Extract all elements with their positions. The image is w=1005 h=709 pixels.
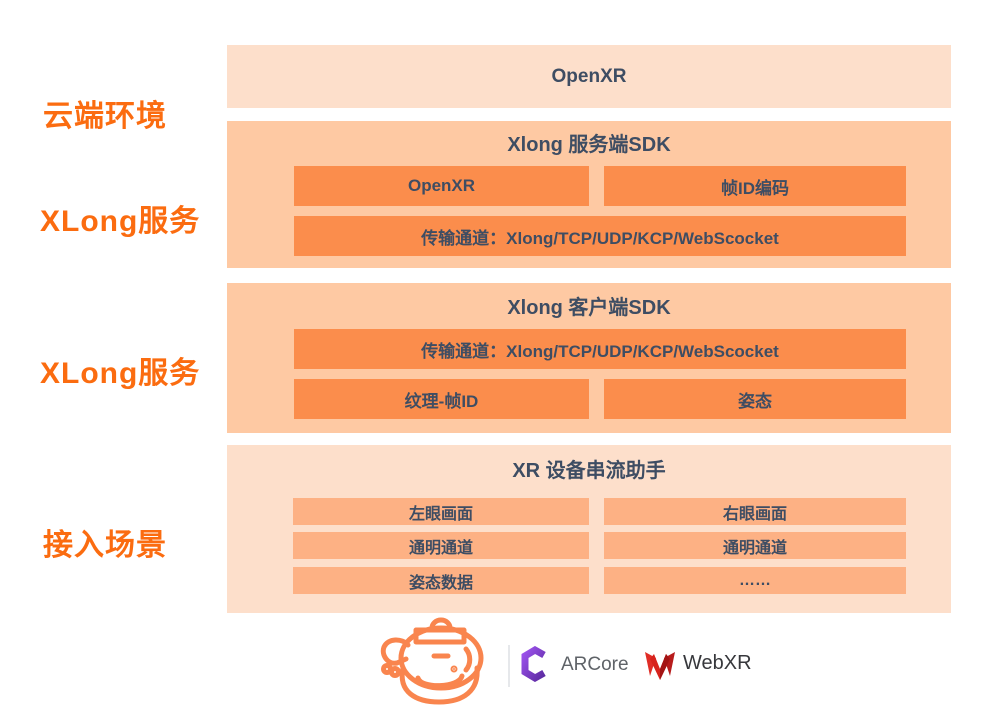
ellipsis-box: …… [604,567,906,594]
side-label-xlong-service-1: XLong服务 [40,205,201,238]
server-sdk-openxr-box: OpenXR [294,166,589,206]
group-server-sdk: Xlong 服务端SDK OpenXR 帧ID编码 传输通道：Xlong/TCP… [227,121,951,268]
server-sdk-transport-channel-box: 传输通道：Xlong/TCP/UDP/KCP/WebScocket [294,216,906,256]
pose-data-box: 姿态数据 [293,567,589,594]
group-streaming-assistant-title: XR 设备串流助手 [512,460,666,482]
side-label-access-scene: 接入场景 [43,529,167,562]
group-client-sdk: Xlong 客户端SDK 传输通道：Xlong/TCP/UDP/KCP/WebS… [227,283,951,433]
arcore-icon [517,645,553,683]
client-sdk-transport-channel-box: 传输通道：Xlong/TCP/UDP/KCP/WebScocket [294,329,906,369]
right-eye-frame-box: 右眼画面 [604,498,906,525]
webxr-icon [642,647,678,683]
group-client-sdk-title: Xlong 客户端SDK [507,297,671,319]
webxr-label: WebXR [683,652,752,674]
group-openxr-title: OpenXR [551,65,627,87]
server-sdk-frame-id-encode-box: 帧ID编码 [604,166,906,206]
alpha-channel-box-right: 通明通道 [604,532,906,559]
group-streaming-assistant: XR 设备串流助手 左眼画面 右眼画面 通明通道 通明通道 姿态数据 …… [227,445,951,613]
left-eye-frame-box: 左眼画面 [293,498,589,525]
arcore-label: ARCore [561,654,629,675]
client-sdk-texture-frame-id-box: 纹理-帧ID [294,379,589,419]
group-server-sdk-title: Xlong 服务端SDK [507,134,671,156]
side-label-cloud-env: 云端环境 [43,100,167,133]
group-openxr: OpenXR [227,45,951,108]
vr-headset-icon [378,616,490,708]
footer-divider [508,645,510,687]
client-sdk-pose-box: 姿态 [604,379,906,419]
alpha-channel-box-left: 通明通道 [293,532,589,559]
side-label-xlong-service-2: XLong服务 [40,357,201,390]
